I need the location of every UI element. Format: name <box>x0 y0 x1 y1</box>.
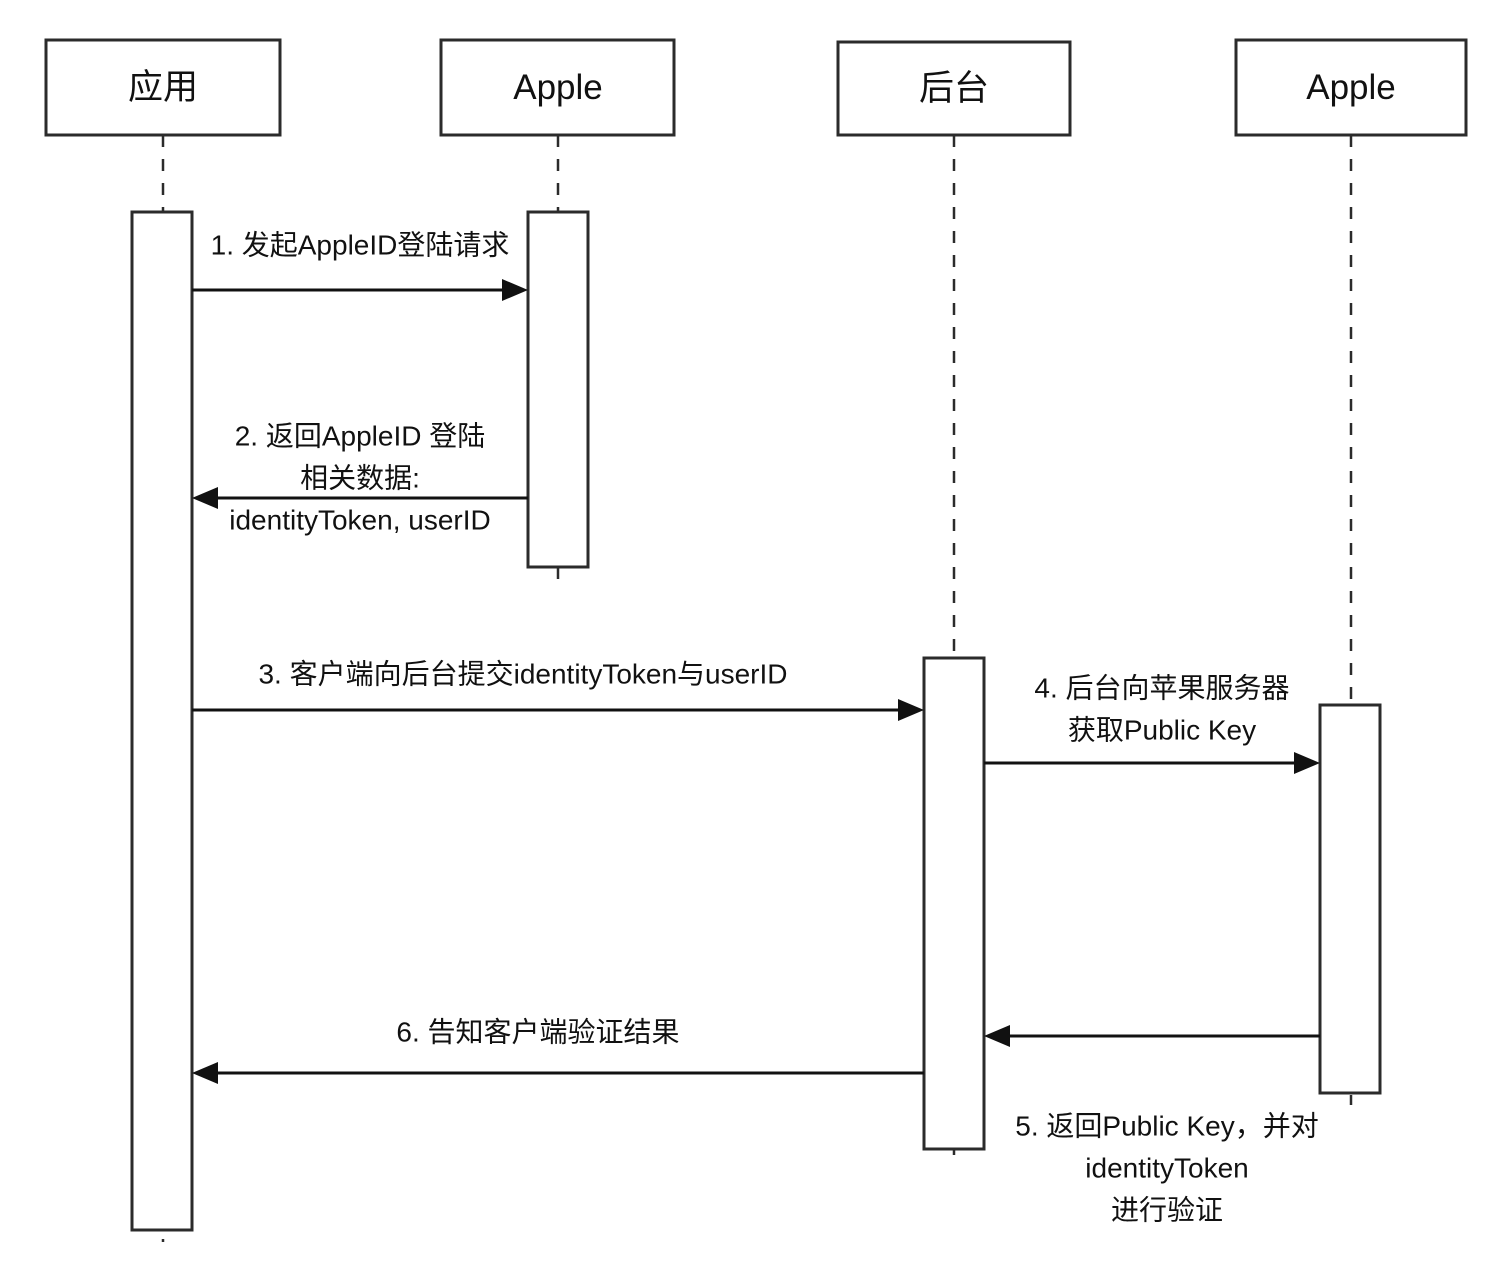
message-label-group-3: 3. 客户端向后台提交identityToken与userID <box>258 658 787 689</box>
message-5[interactable] <box>984 1025 1320 1047</box>
message-arrowhead-4 <box>1294 752 1320 774</box>
message-label-5-line-2: identityToken <box>1085 1152 1248 1183</box>
message-label-group-6: 6. 告知客户端验证结果 <box>396 1016 679 1047</box>
participant-label-app: 应用 <box>128 68 198 107</box>
participant-box-app[interactable] <box>44 38 282 137</box>
participant-label-apple2: Apple <box>1306 68 1396 107</box>
message-arrowhead-2 <box>192 487 218 509</box>
participant-box-apple1[interactable] <box>439 38 676 137</box>
message-arrowhead-3 <box>898 699 924 721</box>
participant-box-apple2[interactable] <box>1234 38 1468 137</box>
message-arrowhead-6 <box>192 1062 218 1084</box>
activation-bars-layer <box>130 210 1382 1232</box>
participants-layer: 应用 Apple 后台 Apple <box>44 38 1468 137</box>
message-label-4-line-1: 4. 后台向苹果服务器 <box>1034 672 1289 703</box>
message-label-3-line-1: 3. 客户端向后台提交identityToken与userID <box>258 658 787 689</box>
activation-bar-apple2-3[interactable] <box>1318 703 1382 1095</box>
participant-label-apple1: Apple <box>513 68 603 107</box>
participant-apple2[interactable]: Apple <box>1234 38 1468 137</box>
messages-layer <box>192 279 1320 1084</box>
message-label-2-line-3: identityToken, userID <box>229 504 490 535</box>
message-label-2-line-1: 2. 返回AppleID 登陆 <box>235 420 486 451</box>
message-label-5-line-3: 进行验证 <box>1111 1194 1223 1225</box>
message-1[interactable] <box>192 279 528 301</box>
activation-bar-backend-2[interactable] <box>922 656 986 1151</box>
message-6[interactable] <box>192 1062 924 1084</box>
participant-backend[interactable]: 后台 <box>836 40 1072 137</box>
participant-apple1[interactable]: Apple <box>439 38 676 137</box>
message-2[interactable] <box>192 487 528 509</box>
message-label-6-line-1: 6. 告知客户端验证结果 <box>396 1016 679 1047</box>
message-label-4-line-2: 获取Public Key <box>1068 714 1256 745</box>
activation-bar-apple1-1[interactable] <box>526 210 590 569</box>
participant-box-backend[interactable] <box>836 40 1072 137</box>
activation-bar-app-0[interactable] <box>130 210 194 1232</box>
participant-label-backend: 后台 <box>919 69 989 108</box>
message-label-2-line-2: 相关数据: <box>300 462 420 493</box>
message-label-5-line-1: 5. 返回Public Key，并对 <box>1015 1110 1318 1141</box>
message-label-group-5: 5. 返回Public Key，并对 identityToken 进行验证 <box>1015 1110 1318 1225</box>
message-label-1-line-1: 1. 发起AppleID登陆请求 <box>211 229 510 260</box>
message-arrowhead-1 <box>502 279 528 301</box>
participant-app[interactable]: 应用 <box>44 38 282 137</box>
message-3[interactable] <box>192 699 924 721</box>
message-4[interactable] <box>984 752 1320 774</box>
message-label-group-1: 1. 发起AppleID登陆请求 <box>211 229 510 260</box>
message-arrowhead-5 <box>984 1025 1010 1047</box>
